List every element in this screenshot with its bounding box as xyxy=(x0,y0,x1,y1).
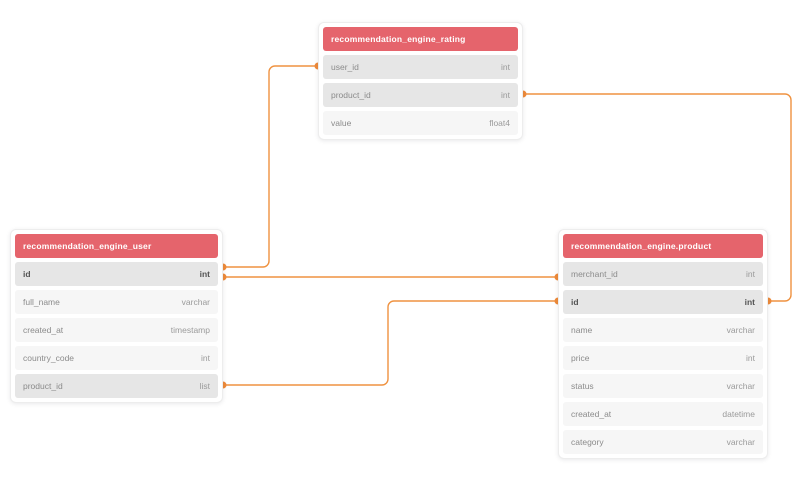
field-name: id xyxy=(571,297,579,307)
table-header[interactable]: recommendation_engine.product xyxy=(563,234,763,258)
field-row-product_id[interactable]: product_id list xyxy=(15,374,218,398)
table-recommendation-engine-rating[interactable]: recommendation_engine_rating user_id int… xyxy=(318,22,523,140)
field-row-price[interactable]: price int xyxy=(563,346,763,370)
field-row-country_code[interactable]: country_code int xyxy=(15,346,218,370)
field-name: merchant_id xyxy=(571,269,618,279)
field-name: user_id xyxy=(331,62,359,72)
relation-rating-product_id-to-product-id[interactable] xyxy=(523,93,792,302)
field-name: created_at xyxy=(571,409,612,419)
table-recommendation-engine-product[interactable]: recommendation_engine.product merchant_i… xyxy=(558,229,768,459)
field-name: category xyxy=(571,437,604,447)
field-row-name[interactable]: name varchar xyxy=(563,318,763,342)
field-row-status[interactable]: status varchar xyxy=(563,374,763,398)
field-type: datetime xyxy=(722,409,755,419)
field-row-category[interactable]: category varchar xyxy=(563,430,763,454)
field-name: id xyxy=(23,269,31,279)
field-type: timestamp xyxy=(170,325,210,335)
field-type: int xyxy=(199,269,210,279)
field-name: country_code xyxy=(23,353,75,363)
field-name: name xyxy=(571,325,593,335)
field-row-merchant_id[interactable]: merchant_id int xyxy=(563,262,763,286)
field-row-created_at[interactable]: created_at timestamp xyxy=(15,318,218,342)
field-row-product_id[interactable]: product_id int xyxy=(323,83,518,107)
field-type: int xyxy=(744,297,755,307)
table-title: recommendation_engine_rating xyxy=(331,34,466,44)
field-name: product_id xyxy=(23,381,63,391)
field-type: varchar xyxy=(726,325,755,335)
field-type: int xyxy=(746,269,755,279)
field-name: created_at xyxy=(23,325,64,335)
field-row-id[interactable]: id int xyxy=(15,262,218,286)
field-row-full_name[interactable]: full_name varchar xyxy=(15,290,218,314)
field-row-user_id[interactable]: user_id int xyxy=(323,55,518,79)
table-header[interactable]: recommendation_engine_user xyxy=(15,234,218,258)
field-row-created_at[interactable]: created_at datetime xyxy=(563,402,763,426)
field-type: float4 xyxy=(489,118,510,128)
field-name: status xyxy=(571,381,594,391)
field-type: int xyxy=(201,353,210,363)
table-header[interactable]: recommendation_engine_rating xyxy=(323,27,518,51)
field-name: value xyxy=(331,118,352,128)
field-type: int xyxy=(501,90,510,100)
field-type: varchar xyxy=(726,437,755,447)
field-type: int xyxy=(501,62,510,72)
field-type: list xyxy=(199,381,210,391)
table-title: recommendation_engine_user xyxy=(23,241,152,251)
field-type: int xyxy=(746,353,755,363)
field-row-id[interactable]: id int xyxy=(563,290,763,314)
field-name: price xyxy=(571,353,590,363)
relation-rating-user_id-to-user-id[interactable] xyxy=(223,65,318,268)
table-recommendation-engine-user[interactable]: recommendation_engine_user id int full_n… xyxy=(10,229,223,403)
field-name: full_name xyxy=(23,297,60,307)
field-row-value[interactable]: value float4 xyxy=(323,111,518,135)
table-title: recommendation_engine.product xyxy=(571,241,712,251)
field-type: varchar xyxy=(181,297,210,307)
field-name: product_id xyxy=(331,90,371,100)
relation-user-product_id-to-product-id[interactable] xyxy=(223,300,558,386)
field-type: varchar xyxy=(726,381,755,391)
